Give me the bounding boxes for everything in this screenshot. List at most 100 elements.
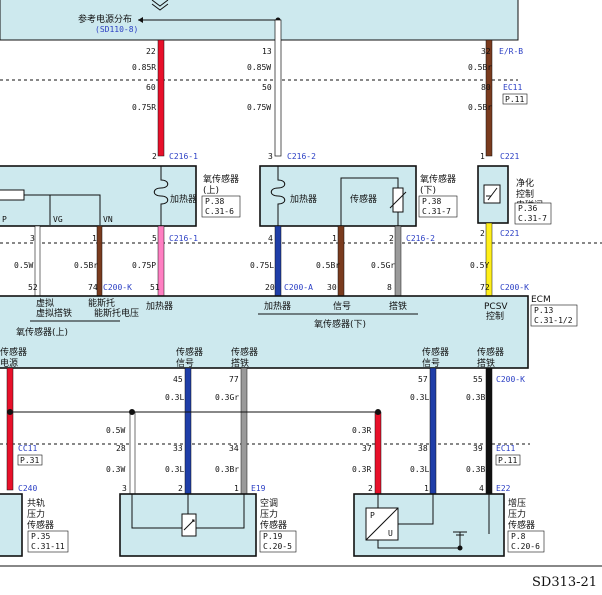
heater-coil-icon (153, 166, 169, 226)
ecm-label-virtual-gnd-1: 虚拟 (36, 297, 54, 309)
solenoid-arrow-icon (486, 187, 498, 201)
splice-junction-icon-2 (375, 409, 381, 415)
mid-spec-05br: 0.5Br (74, 261, 98, 270)
conn-e22: E22 (496, 484, 511, 493)
ecm-box (0, 295, 529, 369)
sensor-down-ref: C.31-7 (422, 207, 451, 216)
mid-conn-c200-k-left: C200-K (103, 283, 132, 292)
pin-77: 77 (229, 375, 239, 384)
mid-pin-1b: 1 (332, 234, 337, 243)
ecm-bottom-sig2-2: 信号 (422, 357, 440, 369)
mid-pin-3: 3 (30, 234, 35, 243)
rail-ref: C.31-11 (31, 542, 65, 551)
heater-coil-icon-2 (270, 166, 286, 226)
spec-03l-lower: 0.3L (165, 465, 184, 474)
pin-1-boost: 1 (424, 484, 429, 493)
page-ref-box (27, 530, 69, 553)
wire-blue-heater (274, 225, 282, 297)
sensor-up-subtitle: (上) (203, 185, 219, 196)
ecm-label-virtual-gnd: 虚拟搭铁 (36, 307, 72, 319)
wire-brown-purge (485, 39, 493, 157)
pin-28: 28 (116, 444, 126, 453)
ac-page: P.19 (263, 532, 282, 541)
ecm-group-down: 氧传感器(下) (314, 318, 366, 330)
ecm-bottom-gnd2-2: 搭铁 (477, 357, 495, 369)
page-ref-box (17, 454, 43, 466)
ground-junction-icon (457, 545, 463, 551)
sensor-down-subtitle: (下) (420, 186, 436, 196)
ref-label: 参考电源分布 (78, 13, 132, 25)
mid-pin-2-c221: 2 (480, 229, 485, 238)
wire-gray-ground (394, 225, 402, 297)
splice-junction-icon (129, 409, 135, 415)
sensor-up-ref: C.31-6 (205, 207, 234, 216)
mid-spec-05w: 0.5W (14, 261, 33, 270)
ecm-bottom-gnd2-1: 传感器 (477, 346, 504, 358)
mid-conn-c200-k: C200-K (500, 283, 529, 292)
spec-03w: 0.3W (106, 465, 125, 474)
mid-conn-c216-2: C216-2 (406, 234, 435, 243)
ref-arrow-icon (138, 17, 143, 23)
pin-2-boost: 2 (368, 484, 373, 493)
wire-red-left (6, 367, 14, 491)
ecm-bottom-power-1: 传感器 (0, 346, 27, 358)
conn-c240: C240 (18, 484, 37, 493)
pin-45: 45 (173, 375, 183, 384)
mid-conn-c221: C221 (500, 229, 519, 238)
pin-57: 57 (418, 375, 428, 384)
heater-label-up: 加热器 (170, 193, 197, 205)
boost-line2: 压力 (508, 508, 526, 520)
sensor-up-internal-lines (24, 194, 101, 225)
wire-pin-32: 32 (481, 47, 491, 56)
wire-pin-80: 80 (481, 83, 491, 92)
ecm-ref: C.31-1/2 (534, 316, 573, 325)
wire-pin-13: 13 (262, 47, 272, 56)
conn-ec11: EC11 (503, 83, 522, 92)
wire-spec-075w: 0.75W (247, 103, 271, 112)
wire-blue-boost (429, 367, 437, 495)
ecm-label-pcsv-ctrl: 控制 (486, 310, 504, 322)
wire-pin-22: 22 (146, 47, 156, 56)
spec-05w-lower: 0.5W (106, 426, 125, 435)
ecm-name: ECM (531, 295, 551, 305)
pin-3-c216-2: 3 (268, 152, 273, 161)
page-ref-box (259, 530, 297, 553)
ecm-label-heater-up: 加热器 (146, 300, 173, 312)
purge-line2: 控制 (516, 188, 534, 200)
conn-c216-1: C216-1 (169, 152, 198, 161)
ecm-label-pcsv: PCSV (484, 302, 508, 312)
ecm-label-heater-down: 加热器 (264, 300, 291, 312)
rail-line2: 压力 (27, 508, 45, 520)
conn-e19: E19 (251, 484, 266, 493)
mid-spec-075l: 0.75L (250, 261, 274, 270)
mid-ecm-52: 52 (28, 283, 38, 292)
rail-line3: 传感器 (27, 519, 54, 531)
pin-38: 38 (418, 444, 428, 453)
boost-sensor-u: U (388, 529, 393, 538)
pin-39: 39 (473, 444, 483, 453)
ecm-bottom-sig2-1: 传感器 (422, 346, 449, 358)
mid-pin-1: 1 (92, 234, 97, 243)
mid-ecm-74: 74 (88, 283, 98, 292)
pin-34: 34 (229, 444, 239, 453)
ecm-bottom-gnd-1: 传感器 (231, 346, 258, 358)
wire-spec-085w: 0.85W (247, 63, 271, 72)
boost-ref: C.20-6 (511, 542, 540, 551)
spec-03r: 0.3R (352, 426, 371, 435)
spec-03br: 0.3Br (215, 465, 239, 474)
mid-conn-c216-1: C216-1 (169, 234, 198, 243)
purge-page: P.36 (518, 204, 537, 213)
wire-white-top (274, 19, 282, 157)
ecm-bottom-power-2: 电源 (0, 357, 18, 369)
ecm-page: P.13 (534, 306, 553, 315)
spec-03b-lower: 0.3B (466, 465, 485, 474)
page-ref-box (514, 202, 552, 225)
rail-line1: 共轨 (27, 497, 45, 509)
mid-spec-05br-2: 0.5Br (316, 261, 340, 270)
page-ref-p11: P.11 (505, 95, 524, 104)
conn-c216-2: C216-2 (287, 152, 316, 161)
pin-1-ac: 1 (234, 484, 239, 493)
ac-sensor-internal-lines (131, 494, 245, 529)
page-ref-box (530, 304, 578, 327)
